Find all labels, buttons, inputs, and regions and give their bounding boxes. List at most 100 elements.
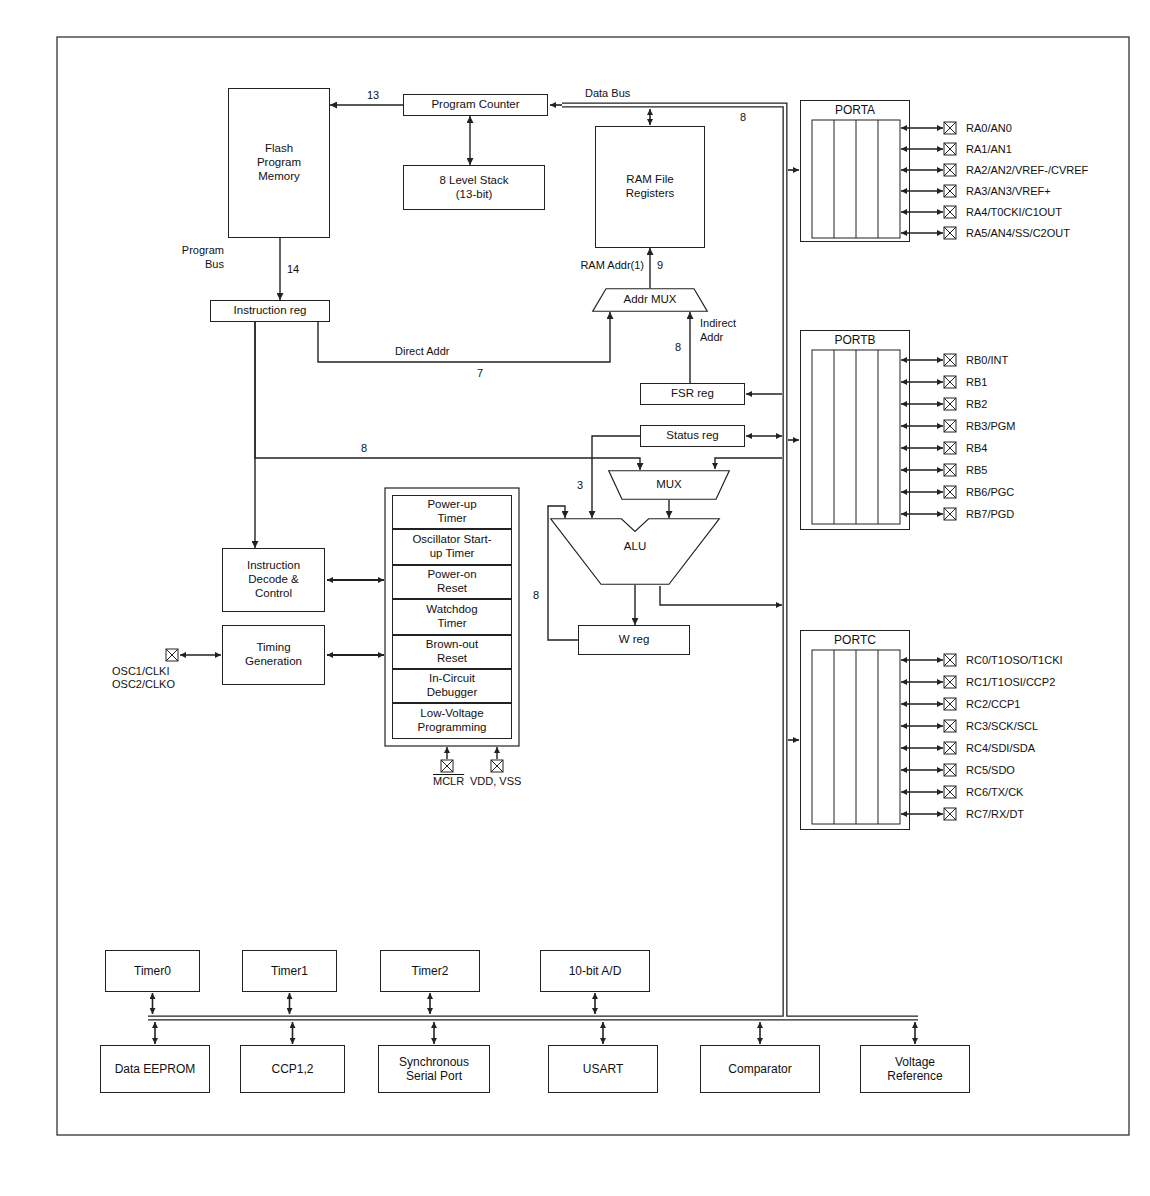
bus-arrow <box>152 993 154 1014</box>
pin-symbol <box>944 122 956 134</box>
bus-width: 9 <box>656 258 664 272</box>
pin-wire <box>901 813 943 815</box>
bus-arrow <box>788 739 799 741</box>
peripheral-box: Data EEPROM <box>100 1045 210 1093</box>
pin-name: RC7/RX/DT <box>966 807 1024 821</box>
pin-symbol <box>944 654 956 666</box>
pin-symbol <box>944 786 956 798</box>
bus-arrow <box>788 439 799 441</box>
register-box: Program Counter <box>403 94 548 116</box>
block-label: PORTA <box>835 103 875 117</box>
signal-arrow <box>279 238 280 300</box>
pin-wire <box>901 681 943 683</box>
pin-wire <box>901 403 943 405</box>
pin-symbol <box>441 760 453 772</box>
mux-trapezoid: MUX <box>608 470 730 500</box>
pin-wire <box>901 747 943 749</box>
port-box: PORTC <box>800 630 910 830</box>
signal-arrow <box>255 322 640 470</box>
port-latch <box>812 120 900 238</box>
block-label: Timer0 <box>134 964 171 978</box>
port-latch <box>834 650 878 824</box>
peripheral-box: Comparator <box>700 1045 820 1093</box>
pin-wire <box>901 127 943 129</box>
bus-arrow <box>746 435 782 437</box>
program-memory-block: Flash Program Memory <box>228 88 330 238</box>
pin-name: RB7/PGD <box>966 507 1014 521</box>
pin-symbol <box>944 676 956 688</box>
block-label: Flash Program Memory <box>250 142 308 183</box>
pin-symbol <box>491 760 503 772</box>
bus-arrow <box>327 579 384 581</box>
pin-symbol <box>944 698 956 710</box>
pin-name: RC1/T1OSI/CCP2 <box>966 675 1055 689</box>
function-enclosure <box>385 488 519 746</box>
bus-label: Program Bus <box>172 243 224 271</box>
pin-symbol <box>491 760 503 772</box>
bus-arrow <box>746 393 782 395</box>
pin-symbol <box>944 185 956 197</box>
block-label: Instruction Decode & Control <box>234 559 314 600</box>
block-label: W reg <box>619 633 650 647</box>
block-label: Power-up Timer <box>422 498 482 526</box>
mux-trapezoid: Addr MUX <box>592 288 708 312</box>
block-label: Timer1 <box>271 964 308 978</box>
signal-arrow <box>318 312 610 362</box>
signal-name: OSC2/CLKO <box>112 677 175 691</box>
pin-symbol <box>944 376 956 388</box>
pin-wire <box>901 769 943 771</box>
bus-label: Data Bus <box>585 86 630 100</box>
bus-arrow <box>433 1022 435 1044</box>
block-label: Power-on Reset <box>422 568 482 596</box>
bus-arrow <box>715 458 782 469</box>
reset-function-box: Watchdog Timer <box>392 599 512 635</box>
pin-symbol <box>944 764 956 776</box>
pin-symbol <box>944 398 956 410</box>
pin-wire <box>901 447 943 449</box>
pin-symbol <box>166 649 178 661</box>
block-label: Oscillator Start-up Timer <box>407 533 497 561</box>
block-label: Timer2 <box>412 964 449 978</box>
port-latch <box>812 650 900 824</box>
pin-symbol <box>166 649 178 661</box>
pin-wire <box>901 359 943 361</box>
signal-arrow <box>668 500 669 518</box>
generated-wires <box>153 122 957 1044</box>
signal-name: VDD, VSS <box>470 774 521 788</box>
pin-wire <box>901 725 943 727</box>
pin-name: RB5 <box>966 463 987 477</box>
signal-arrow <box>469 116 470 165</box>
pin-name: RC0/T1OSO/T1CKI <box>966 653 1063 667</box>
reset-function-box: In-Circuit Debugger <box>392 669 512 703</box>
pin-symbol <box>944 420 956 432</box>
register-box: W reg <box>578 625 690 655</box>
pin-wire <box>901 381 943 383</box>
pin-name: RB1 <box>966 375 987 389</box>
block-label: Comparator <box>728 1062 791 1076</box>
shape-outline <box>593 289 708 312</box>
pin-symbol <box>944 206 956 218</box>
block-label: Status reg <box>666 429 718 443</box>
bus-arrow <box>289 993 291 1014</box>
pin-name: RA3/AN3/VREF+ <box>966 184 1051 198</box>
pin-symbol <box>944 808 956 820</box>
bus-label: Indirect Addr <box>700 316 760 344</box>
block-label: 8 Level Stack (13-bit) <box>429 174 519 202</box>
port-latch <box>834 350 878 524</box>
pin-wire <box>901 659 943 661</box>
pin-symbol <box>944 376 956 388</box>
bus-width: 3 <box>576 478 584 492</box>
pin-wire <box>901 211 943 213</box>
block-label: Instruction reg <box>234 304 307 318</box>
pin-wire <box>901 425 943 427</box>
bus-arrow <box>327 654 384 656</box>
pin-symbol <box>944 508 956 520</box>
block-label: RAM File Registers <box>620 173 680 201</box>
shape-outline <box>551 519 720 585</box>
block-label: Low-Voltage Programming <box>407 707 497 735</box>
pin-symbol <box>944 486 956 498</box>
pin-symbol <box>944 227 956 239</box>
bus-arrow <box>550 104 562 106</box>
pin-symbol <box>944 185 956 197</box>
bus-arrow <box>429 993 431 1014</box>
